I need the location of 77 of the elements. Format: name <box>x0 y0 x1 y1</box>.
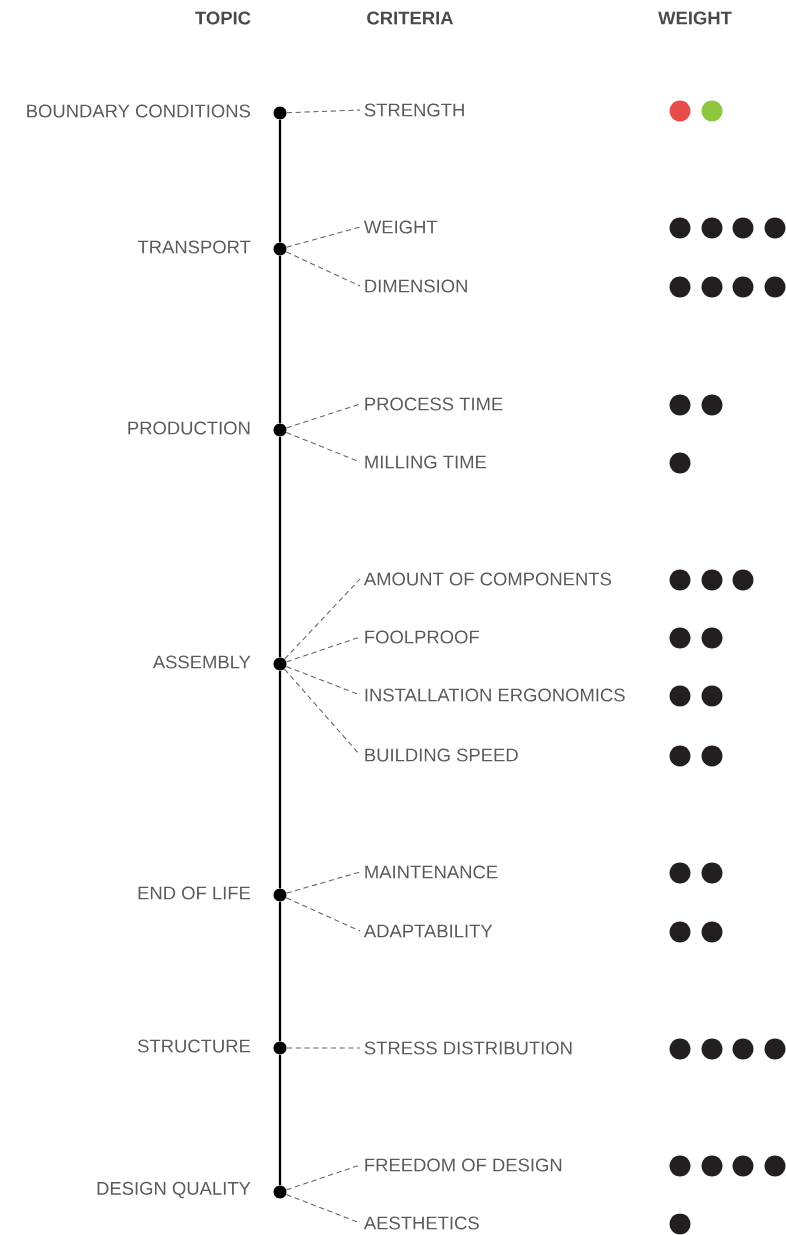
weight-dot <box>764 276 786 298</box>
weight-dot <box>732 276 754 298</box>
criterion-label: BUILDING SPEED <box>365 748 518 762</box>
connector-line <box>286 109 361 114</box>
connector-line <box>286 226 361 248</box>
criterion-label: PROCESS TIME <box>365 397 503 411</box>
weight-dot <box>701 745 723 767</box>
weight-dot <box>669 276 691 298</box>
topic-label: STRUCTURE <box>137 1039 251 1053</box>
topic-label: BOUNDARY CONDITIONS <box>27 104 251 118</box>
weight-dot <box>701 627 723 649</box>
weight-dot <box>701 1038 723 1060</box>
weight-dot <box>701 685 723 707</box>
weight-dot <box>669 1038 691 1060</box>
column-header: CRITERIA <box>367 11 454 25</box>
criterion-label: INSTALLATION ERGONOMICS <box>365 688 625 702</box>
weight-dot <box>669 921 691 943</box>
weight-dot <box>732 1038 754 1060</box>
weight-dot <box>669 394 691 416</box>
weight-dot <box>669 1213 691 1235</box>
criterion-label: FREEDOM OF DESIGN <box>365 1158 562 1172</box>
connector-line <box>285 251 361 287</box>
connector-line <box>285 897 361 932</box>
weight-dot <box>669 745 691 767</box>
column-header: WEIGHT <box>658 11 732 25</box>
connector-line <box>285 1164 361 1191</box>
connector-line <box>285 636 361 663</box>
weight-dot <box>764 1038 786 1060</box>
connector-line <box>278 670 282 889</box>
connector-line <box>278 436 282 658</box>
connector-line <box>278 255 282 424</box>
weight-dot <box>701 394 723 416</box>
weight-dot <box>732 569 754 591</box>
weight-dot <box>764 1155 786 1177</box>
connector-line <box>278 901 282 1042</box>
topic-label: DESIGN QUALITY <box>97 1181 251 1199</box>
weight-dot <box>701 1155 723 1177</box>
weight-dot <box>669 217 691 239</box>
criterion-label: AESTHETICS <box>363 1216 479 1230</box>
connector-line <box>278 119 282 243</box>
weight-dot <box>669 569 691 591</box>
criterion-label: WEIGHT <box>363 220 438 234</box>
weight-dot <box>701 921 723 943</box>
weight-dot <box>669 862 691 884</box>
topic-label: TRANSPORT <box>137 240 251 254</box>
connector-line <box>286 871 361 894</box>
criterion-label: MILLING TIME <box>365 455 487 469</box>
weight-dot <box>732 1155 754 1177</box>
weight-dot <box>701 569 723 591</box>
weight-dot <box>701 862 723 884</box>
weight-dot <box>701 217 723 239</box>
connector-line <box>284 668 361 756</box>
topic-label: ASSEMBLY <box>152 655 251 669</box>
criterion-label: FOOLPROOF <box>365 630 479 644</box>
weight-dot <box>701 100 723 122</box>
column-header: TOPIC <box>195 11 251 25</box>
connector-line <box>284 578 361 660</box>
weight-dot <box>732 217 754 239</box>
criterion-label: MAINTENANCE <box>365 865 498 879</box>
topic-label: END OF LIFE <box>138 886 251 900</box>
criterion-label: ADAPTABILITY <box>363 924 493 938</box>
connector-line <box>285 432 361 463</box>
criterion-label: STRENGTH <box>364 103 464 117</box>
weight-dot <box>764 217 786 239</box>
criterion-label: DIMENSION <box>365 279 467 293</box>
criterion-label: STRESS DISTRIBUTION <box>364 1041 572 1055</box>
connector-line <box>278 1054 282 1186</box>
connector-line <box>286 403 361 429</box>
weight-dot <box>669 1155 691 1177</box>
criterion-label: AMOUNT OF COMPONENTS <box>363 572 612 586</box>
weight-dot <box>669 627 691 649</box>
weight-dot <box>669 685 691 707</box>
connector-line <box>286 1047 361 1049</box>
weight-dot <box>669 100 691 122</box>
topic-label: PRODUCTION <box>128 421 250 435</box>
weight-dot <box>669 452 691 474</box>
weight-dot <box>701 276 723 298</box>
